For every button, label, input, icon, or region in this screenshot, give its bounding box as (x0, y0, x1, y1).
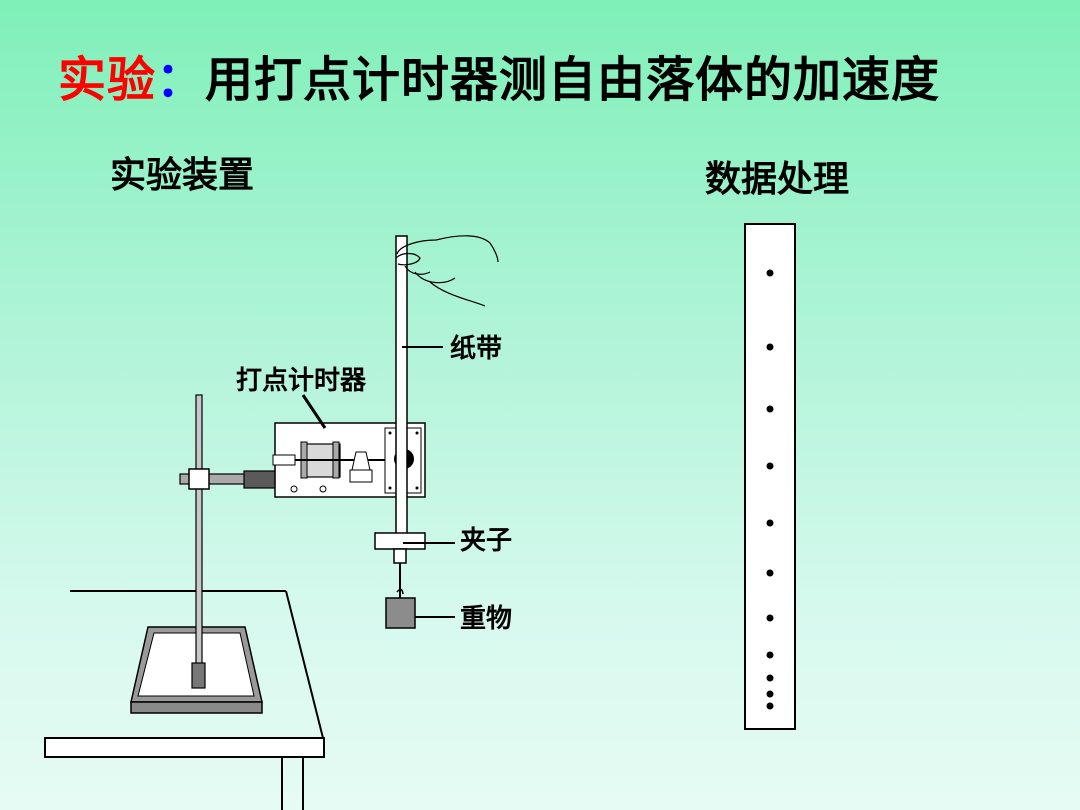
tape-with-dots (744, 223, 796, 730)
stand-clamp (188, 468, 210, 490)
stand-rod (195, 394, 203, 671)
clip (374, 532, 426, 598)
hand (395, 235, 499, 307)
rod-foot (191, 662, 206, 689)
label-clip: 夹子 (460, 526, 513, 556)
paper-tape (395, 235, 408, 537)
section-apparatus-heading: 实验装置 (110, 155, 255, 196)
title-main: 用打点计时器测自由落体的加速度 (205, 52, 941, 108)
slide-title: 实验：用打点计时器测自由落体的加速度 (58, 40, 940, 110)
label-timer: 打点计时器 (236, 366, 367, 396)
section-data-processing-heading: 数据处理 (705, 159, 850, 200)
title-prefix: 实验 (58, 52, 157, 108)
label-weight: 重物 (460, 604, 513, 634)
table (44, 590, 325, 810)
title-colon: ： (156, 52, 206, 108)
label-paper-tape: 纸带 (450, 334, 503, 364)
weight (385, 597, 416, 629)
